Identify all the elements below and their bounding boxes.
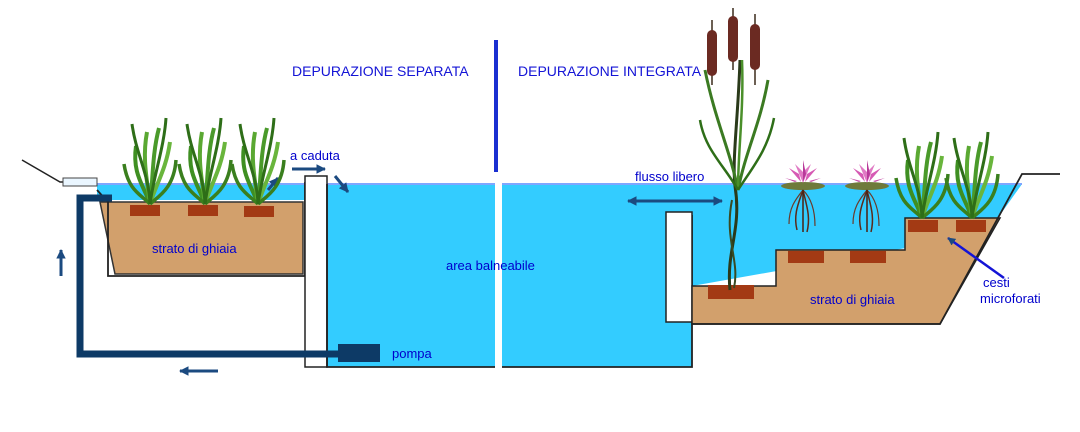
basket (130, 205, 160, 216)
left-overflow-lip (62, 177, 98, 187)
section-gap (495, 180, 502, 370)
basket (244, 206, 274, 217)
basket (850, 251, 886, 263)
cattail-icon (698, 8, 776, 291)
return-pipe (76, 194, 340, 358)
baskets-label-line1: cesti (983, 275, 1010, 290)
right-basin-wall (692, 173, 1060, 325)
gravel-left-label: strato di ghiaia (152, 241, 237, 256)
separation-wall-right (665, 211, 693, 323)
free-flow-label: flusso libero (635, 169, 705, 184)
basket (908, 220, 938, 232)
baskets-pointer-arrow (947, 236, 1005, 280)
main-pool-water (327, 184, 692, 367)
arrow-down-icon (333, 175, 350, 193)
basket (188, 205, 218, 216)
left-gravel-layer (99, 201, 304, 275)
separation-wall-left (304, 175, 328, 368)
swim-area-label: area balneabile (446, 258, 535, 273)
basket (708, 285, 754, 299)
baskets-label-line2: microforati (980, 291, 1041, 306)
fall-label: a caduta (290, 148, 340, 163)
pool-floor-left (326, 184, 495, 368)
basket (788, 251, 824, 263)
integrated-title: DEPURAZIONE INTEGRATA (518, 63, 702, 79)
basket (956, 220, 986, 232)
pump-label: pompa (392, 346, 432, 361)
separate-title: DEPURAZIONE SEPARATA (292, 63, 469, 79)
arrow-up-small-icon (266, 177, 280, 191)
pump-icon (338, 344, 380, 362)
gravel-right-label: strato di ghiaia (810, 292, 895, 307)
